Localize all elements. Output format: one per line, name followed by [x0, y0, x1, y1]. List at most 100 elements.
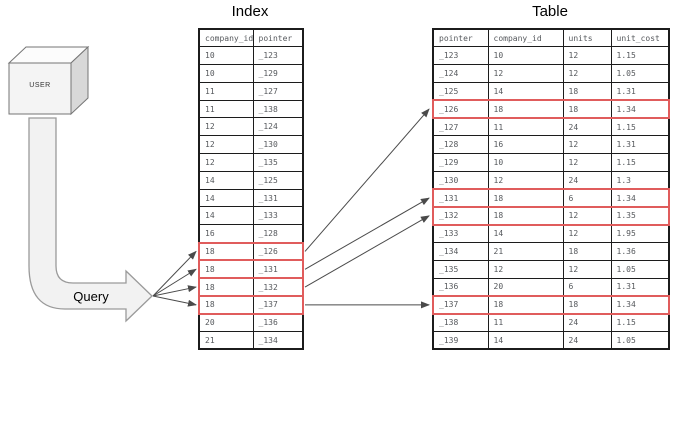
table-row: 20_136 — [198, 313, 304, 333]
cell: 1.34 — [610, 188, 670, 208]
cell: 12 — [562, 135, 612, 155]
cell: _135 — [252, 153, 304, 172]
cell: 10 — [487, 153, 564, 172]
cell: _131 — [252, 259, 304, 280]
cell: _132 — [432, 205, 489, 226]
table-row: 12_130 — [198, 135, 304, 155]
column-header: pointer — [432, 28, 489, 48]
cell: 21 — [487, 242, 564, 261]
user-cube — [7, 45, 90, 116]
cube-top-face — [7, 46, 90, 64]
index-table-title: Index — [231, 3, 269, 20]
cell: 12 — [487, 259, 564, 279]
arrow-connector — [152, 285, 197, 297]
cell: 12 — [198, 117, 254, 137]
cell: 11 — [198, 81, 254, 101]
cell: _130 — [432, 170, 489, 190]
cell: 18 — [198, 294, 254, 315]
cell: _133 — [252, 206, 304, 226]
cell: _128 — [252, 224, 304, 244]
cell: _131 — [432, 188, 489, 208]
cell: 14 — [198, 188, 254, 208]
cell: 12 — [562, 64, 612, 83]
cube-side-face — [70, 45, 89, 116]
cell: 14 — [198, 170, 254, 190]
arrow-connector — [304, 197, 430, 270]
cell: 18 — [198, 259, 254, 280]
cell: 24 — [562, 313, 612, 333]
cell: 16 — [487, 135, 564, 155]
cell: 18 — [198, 277, 254, 297]
cell: 1.31 — [610, 81, 670, 101]
arrow-connector — [152, 295, 197, 307]
column-header: units — [562, 28, 612, 48]
arrow-connector — [152, 250, 197, 297]
cell: 1.15 — [610, 46, 670, 66]
cell: _130 — [252, 135, 304, 155]
cell: _127 — [252, 81, 304, 101]
cell: 1.31 — [610, 135, 670, 155]
cell: _129 — [252, 64, 304, 83]
query-arrow-label: Query — [73, 289, 109, 304]
column-header: unit_cost — [610, 28, 670, 48]
cell: _138 — [252, 99, 304, 119]
cell: 11 — [198, 99, 254, 119]
table-row: 10_129 — [198, 64, 304, 83]
cell: 16 — [198, 224, 254, 244]
table-row: 18_126 — [198, 241, 304, 262]
column-header: company_id — [198, 28, 254, 48]
table-row: 11_138 — [198, 99, 304, 119]
cell: _138 — [432, 313, 489, 333]
cell: 12 — [487, 64, 564, 83]
column-header: pointer — [252, 28, 304, 48]
arrow-connector — [304, 215, 430, 288]
cell: 14 — [198, 206, 254, 226]
cell: 12 — [562, 153, 612, 172]
index-to-table-arrows — [304, 108, 430, 309]
cell: 24 — [562, 117, 612, 137]
cell: 1.35 — [610, 205, 670, 226]
cell: _134 — [432, 242, 489, 261]
cell: _123 — [252, 46, 304, 66]
cell: _123 — [432, 46, 489, 66]
cell: 1.36 — [610, 242, 670, 261]
table-row: 14_125 — [198, 170, 304, 190]
cell: 6 — [562, 277, 612, 297]
table-row: 16_128 — [198, 224, 304, 244]
cell: 12 — [562, 205, 612, 226]
table-row: 18_137 — [198, 294, 304, 315]
cell: _128 — [432, 135, 489, 155]
cell: 1.34 — [610, 294, 670, 315]
cell: 12 — [487, 170, 564, 190]
cell: 18 — [487, 99, 564, 119]
cell: 1.34 — [610, 99, 670, 119]
cell: 1.15 — [610, 117, 670, 137]
cell: 18 — [562, 81, 612, 101]
cell: 18 — [487, 205, 564, 226]
data-table-title: Table — [532, 3, 568, 20]
query-fan-arrows — [152, 250, 197, 307]
cell: 10 — [198, 46, 254, 66]
cell: 18 — [562, 294, 612, 315]
table-row: 10_123 — [198, 46, 304, 66]
cell: 1.15 — [610, 313, 670, 333]
cell: _137 — [432, 294, 489, 315]
table-row: 12_135 — [198, 153, 304, 172]
cell: 18 — [562, 242, 612, 261]
cell: _126 — [252, 241, 304, 262]
cell: _136 — [432, 277, 489, 297]
cell: 18 — [487, 294, 564, 315]
cell: 14 — [487, 224, 564, 244]
cell: _139 — [432, 331, 489, 350]
